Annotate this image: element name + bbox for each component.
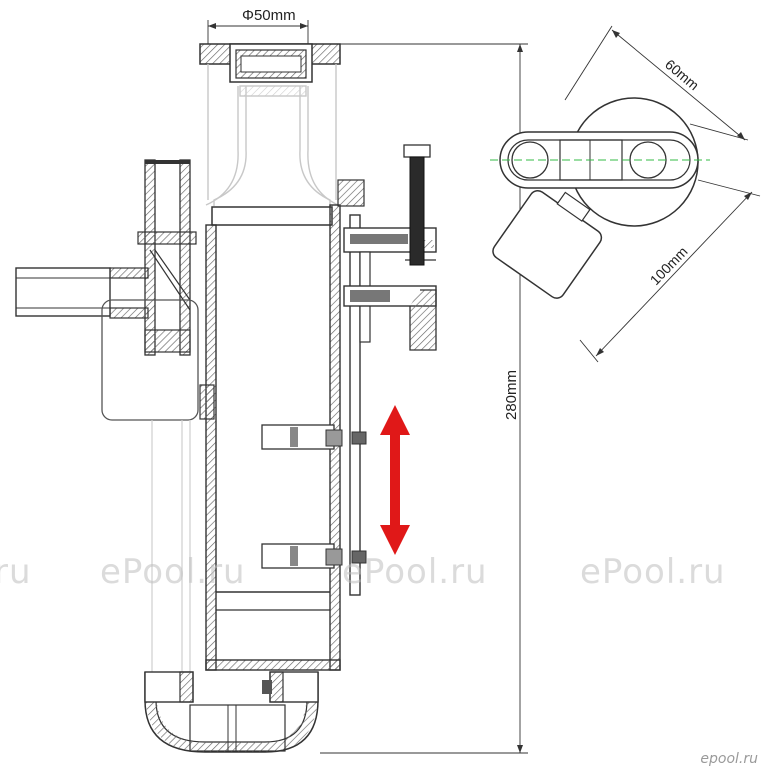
dimension-diameter: [207, 20, 309, 44]
dimension-100: [579, 179, 761, 363]
bottom-u-bend: [144, 671, 319, 753]
top-inlet-flange: [199, 43, 341, 83]
diameter-label: Φ50mm: [242, 7, 296, 24]
dimension-60: [564, 25, 749, 141]
watermark-3: ePool.ru: [342, 552, 488, 592]
top-view: [490, 97, 710, 299]
ghost-bottle-neck: [205, 64, 339, 206]
watermark-1: ru: [0, 552, 32, 592]
watermark-2: ePool.ru: [100, 552, 246, 592]
adjusting-screw[interactable]: [403, 144, 431, 266]
width-100-label: 100mm: [647, 243, 691, 288]
double-arrow-vertical-icon: [380, 405, 410, 555]
lower-clamp-upper: [261, 424, 367, 450]
height-label: 280mm: [503, 370, 520, 420]
lower-clamp-lower: [261, 543, 367, 569]
ghost-return-pipe: [151, 420, 191, 680]
left-return-pipe: [15, 159, 199, 421]
epool-logo: epool.ru: [700, 751, 758, 767]
watermark-4: ePool.ru: [580, 552, 726, 592]
